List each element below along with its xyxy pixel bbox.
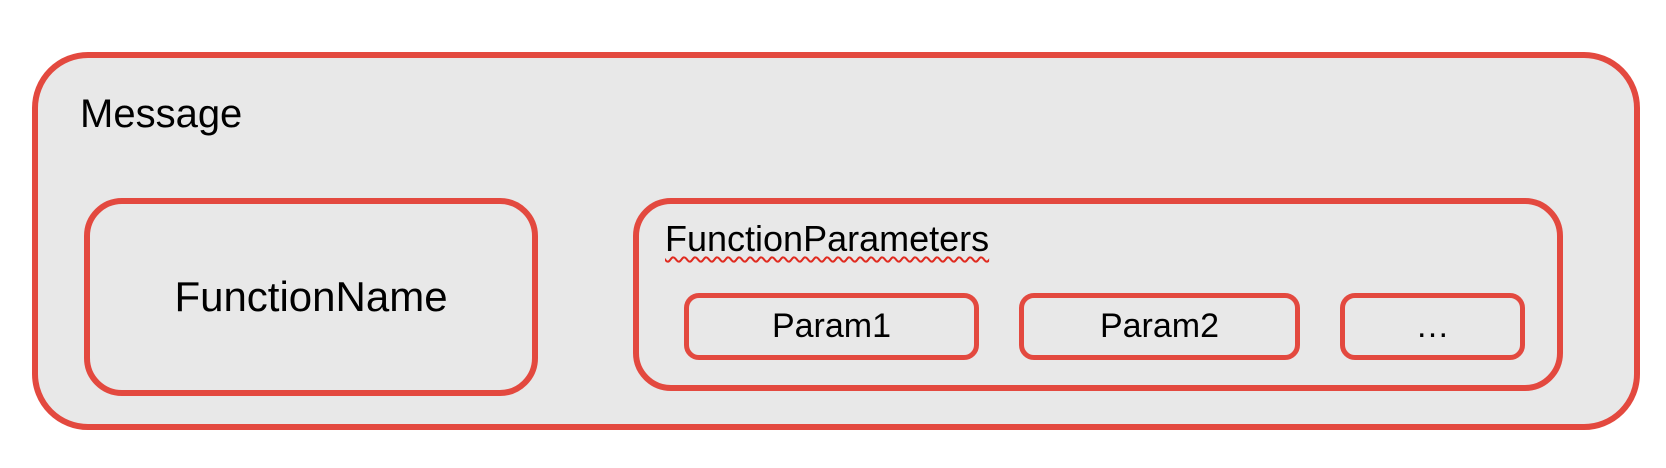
function-name-box: FunctionName: [84, 198, 538, 396]
function-parameters-label-text: FunctionParameters: [665, 218, 990, 259]
message-label: Message: [80, 92, 243, 136]
param-1-label: Param1: [771, 307, 892, 345]
param-ellipsis-label: …: [1415, 307, 1450, 345]
param-2-label: Param2: [1099, 307, 1220, 345]
param-box-1: Param1: [684, 293, 979, 360]
function-name-label: FunctionName: [174, 273, 448, 320]
param-box-2: Param2: [1019, 293, 1300, 360]
function-parameters-box: FunctionParameters Param1 Param2 …: [633, 198, 1563, 391]
param-box-ellipsis: …: [1340, 293, 1525, 360]
message-box: Message FunctionName FunctionParameters …: [32, 52, 1640, 430]
parameters-row: Param1 Param2 …: [684, 293, 1525, 360]
function-parameters-label: FunctionParameters: [665, 217, 989, 260]
